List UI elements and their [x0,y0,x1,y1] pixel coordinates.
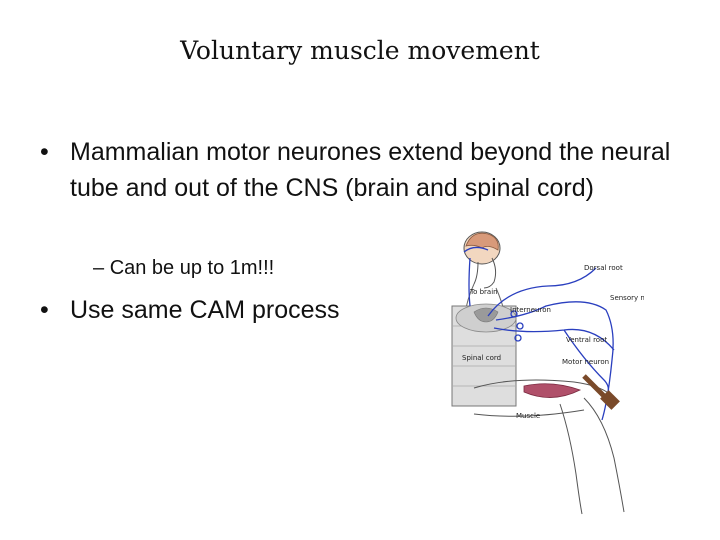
bullet-item-1: • Mammalian motor neurones extend beyond… [40,134,680,206]
label-interneuron: Interneuron [510,306,551,314]
label-dorsal-root: Dorsal root [584,264,623,272]
label-sensory-neuron: Sensory neuron [610,294,644,302]
bullet-marker: • [40,296,49,324]
bullet-marker: • [40,138,49,166]
reflex-hammer-icon [582,374,620,410]
sub-bullet-marker: – [93,257,105,279]
label-muscle: Muscle [516,412,540,420]
spinal-cord-section [451,303,517,407]
bullet-text: Mammalian motor neurones extend beyond t… [70,138,671,202]
label-to-brain: To brain [469,288,498,296]
leg-illustration [473,379,625,515]
sub-bullet-item: – Can be up to 1m!!! [93,257,274,280]
bullet-item-2: • Use same CAM process [40,296,340,325]
bullet-text: Use same CAM process [70,296,340,324]
reflex-arc-diagram: Dorsal root To brain Sensory neuron Inte… [451,231,644,515]
sub-bullet-text: Can be up to 1m!!! [109,257,275,279]
label-spinal-cord: Spinal cord [462,354,501,362]
label-motor-neuron: Motor neuron [562,358,609,366]
label-ventral-root: Ventral root [566,336,607,344]
slide-title: Voluntary muscle movement [180,36,540,65]
neuron-pathways [463,246,615,421]
